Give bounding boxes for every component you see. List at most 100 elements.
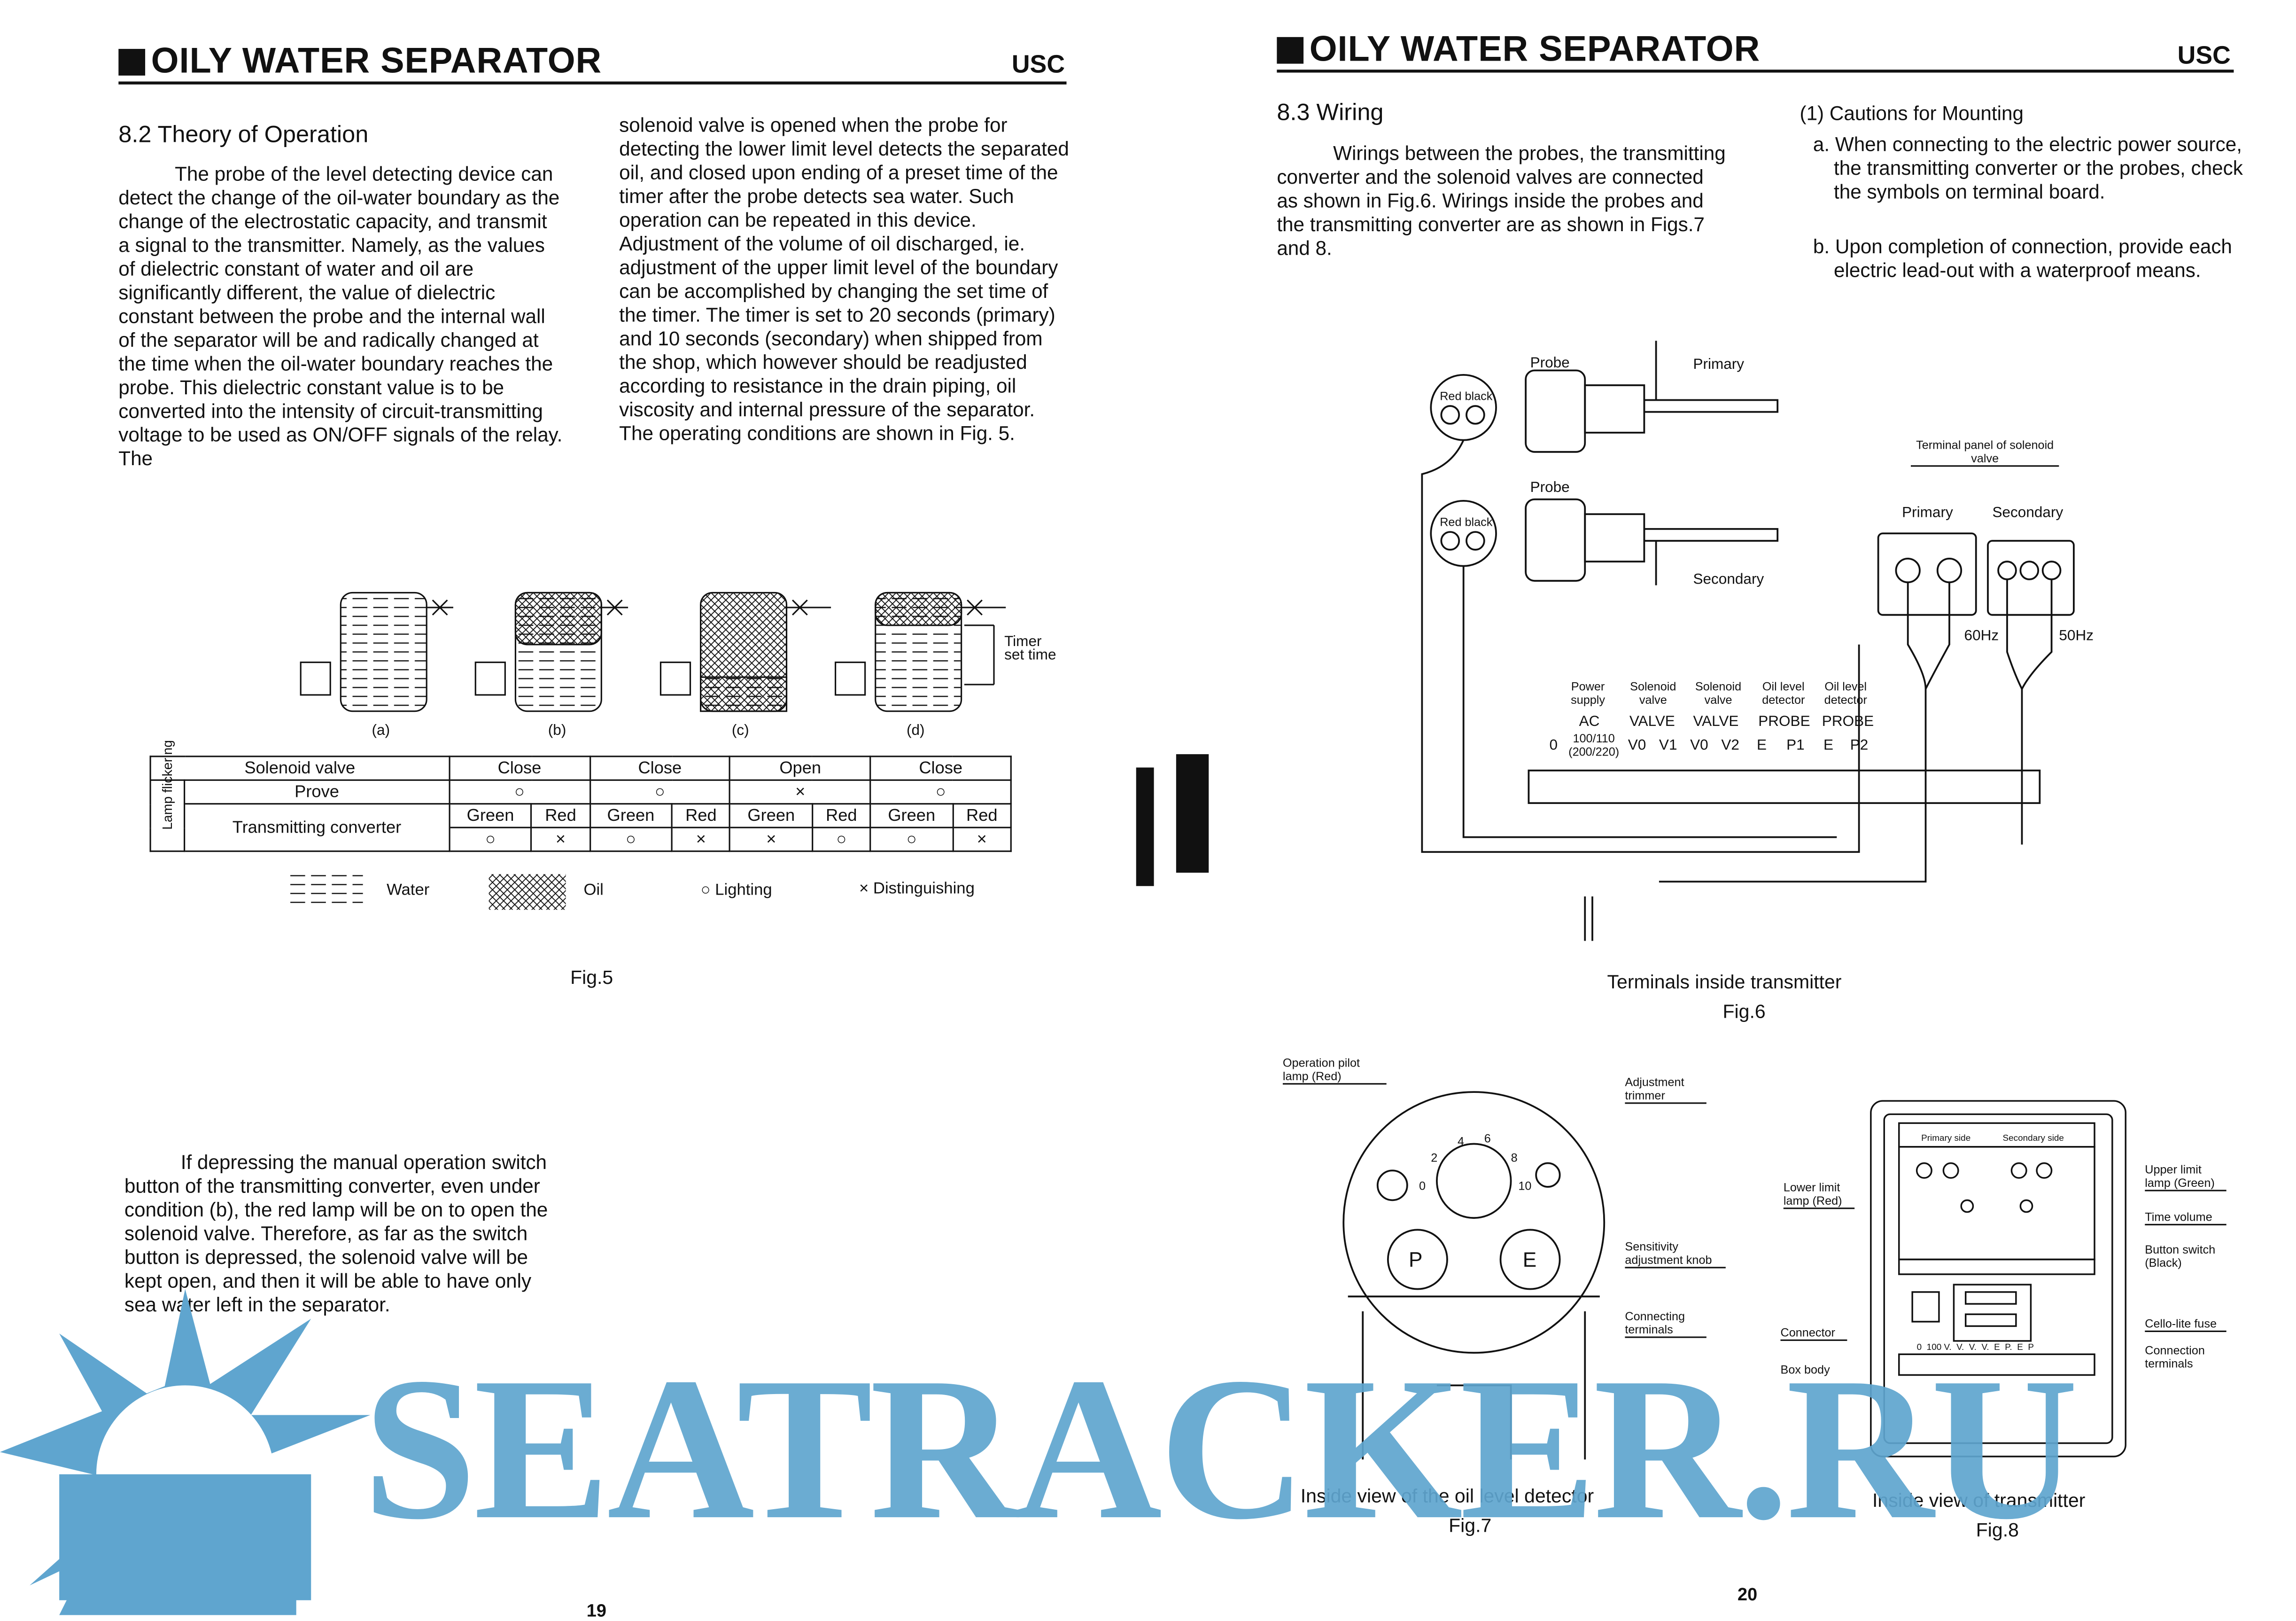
red-black-label: Red black — [1440, 390, 1493, 403]
button-switch-label: Button switch (Black) — [2145, 1243, 2216, 1270]
lower-lamp-label: Lower limit lamp (Red) — [1783, 1181, 1855, 1209]
panel-label-b: (b) — [548, 723, 566, 740]
fig7-p: P — [1408, 1247, 1423, 1271]
fig8-transmitter-drawing — [1870, 1100, 2127, 1457]
terminal-0: 0 — [1549, 738, 1558, 755]
box-body-label: Box body — [1780, 1363, 1830, 1377]
cell: Green — [869, 803, 954, 828]
header-rule — [1277, 70, 2234, 73]
cell: × — [729, 779, 871, 805]
cell: × — [729, 826, 814, 852]
terminal-p2: P2 — [1850, 738, 1869, 755]
legend-oil: Oil — [583, 881, 604, 900]
converter-label: Transmitting converter — [184, 803, 450, 852]
cell: ○ — [589, 826, 673, 852]
group-power: Power supply — [1571, 680, 1606, 707]
binding-mark — [1176, 754, 1209, 873]
panel-label-c: (c) — [731, 723, 749, 740]
upper-lamp-label: Upper limit lamp (Green) — [2145, 1163, 2226, 1192]
cell: ○ — [448, 779, 590, 805]
terminal-panel-label: Terminal panel of solenoid valve — [1911, 438, 2059, 467]
cell: Red — [671, 803, 731, 828]
cell: Green — [589, 803, 673, 828]
right-header-title: OILY WATER SEPARATOR — [1277, 30, 1760, 71]
dial-0: 0 — [1419, 1179, 1426, 1193]
cell: Open — [729, 756, 871, 781]
group-valve-1: Solenoid valve — [1630, 680, 1676, 707]
legend-water: Water — [387, 881, 430, 900]
fig6-caption-title: Terminals inside transmitter — [1607, 970, 1842, 993]
secondary-side-label: Secondary side — [2002, 1135, 2064, 1144]
cell: Close — [589, 756, 731, 781]
fig6-wiring-diagram — [1421, 341, 2075, 941]
group-valve-2: Solenoid valve — [1695, 680, 1742, 707]
primary-side-label: Primary side — [1921, 1135, 1971, 1144]
binding-mark — [1136, 767, 1154, 886]
panel-a — [300, 592, 453, 712]
sun-logo-icon — [0, 1289, 371, 1615]
hz50-label: 50Hz — [2059, 628, 2094, 645]
knob-label: Sensitivity adjustment knob — [1625, 1240, 1726, 1269]
wiring-text: Wirings between the probes, the transmit… — [1277, 142, 1726, 259]
header-title-text: OILY WATER SEPARATOR — [1309, 30, 1761, 70]
left-header-brand: USC — [1011, 50, 1065, 79]
type-valve-1: VALVE — [1629, 714, 1675, 731]
cell: Red — [952, 803, 1012, 828]
panel-c — [659, 592, 831, 712]
header-title-text: OILY WATER SEPARATOR — [151, 41, 602, 82]
terminal-p1: P1 — [1786, 738, 1805, 755]
terminal-100: 100/110 (200/220) — [1568, 732, 1620, 759]
dial-2: 2 — [1431, 1151, 1438, 1165]
type-ac: AC — [1579, 714, 1600, 731]
cell: ○ — [869, 779, 1012, 805]
theory-col1: The probe of the level detecting device … — [118, 163, 563, 470]
terminal-v0: V0 — [1690, 738, 1708, 755]
hz60-label: 60Hz — [1964, 628, 1999, 645]
time-volume-label: Time volume — [2145, 1210, 2226, 1225]
cell: Green — [448, 803, 533, 828]
fig7-detector-drawing — [1342, 1091, 1606, 1460]
cell: Close — [869, 756, 1012, 781]
caution-b: b. Upon completion of connection, provid… — [1813, 235, 2232, 282]
cell: Red — [531, 803, 590, 828]
terminal-row-label: 0 100 V. V. V. V. E P. E P — [1916, 1344, 2034, 1353]
cell: ○ — [448, 826, 533, 852]
group-detector-1: Oil level detector — [1762, 680, 1805, 707]
lamp-label: Lamp flickering — [149, 739, 186, 852]
connector-label: Connector — [1780, 1326, 1847, 1341]
right-header-brand: USC — [2177, 41, 2231, 70]
cell: × — [671, 826, 731, 852]
legend-swatches — [288, 874, 566, 910]
page-number-19: 19 — [586, 1600, 606, 1621]
cell: ○ — [589, 779, 731, 805]
cautions-title: (1) Cautions for Mounting — [1800, 102, 2024, 125]
header-rule — [118, 81, 1067, 85]
legend-distinguishing: × Distinguishing — [859, 880, 975, 898]
page-number-20: 20 — [1738, 1584, 1758, 1605]
panel-d — [834, 592, 1006, 712]
terminal-v1: V1 — [1659, 738, 1677, 755]
watermark-text: SEATRACKER.RU — [363, 1335, 2079, 1562]
fuse-label: Cello-lite fuse — [2145, 1317, 2226, 1332]
secondary-label: Secondary — [1693, 572, 1764, 588]
pilot-lamp-label: Operation pilot lamp (Red) — [1282, 1056, 1387, 1085]
panel-b — [474, 592, 628, 712]
terminal-v0: V0 — [1628, 738, 1646, 755]
panel-secondary-label: Secondary — [1992, 505, 2063, 522]
dial-4: 4 — [1458, 1135, 1465, 1148]
type-probe-2: PROBE — [1822, 714, 1874, 731]
probe-label-2: Probe — [1530, 480, 1570, 497]
panel-primary-label: Primary — [1902, 505, 1953, 522]
legend-lighting: ○ Lighting — [700, 881, 772, 900]
fig8-caption-title: Inside view of transmitter — [1872, 1489, 2086, 1512]
solenoid-label: Solenoid valve — [149, 756, 450, 781]
cell: Green — [729, 803, 814, 828]
timer-label: Timer set time — [1004, 634, 1056, 664]
fig6-caption: Fig.6 — [1722, 1000, 1766, 1022]
fig7-caption: Fig.7 — [1449, 1514, 1492, 1537]
lamp-label-text: Lamp flickering — [160, 739, 175, 829]
trimmer-label: Adjustment trimmer — [1625, 1075, 1706, 1104]
terminal-e: E — [1757, 738, 1767, 755]
